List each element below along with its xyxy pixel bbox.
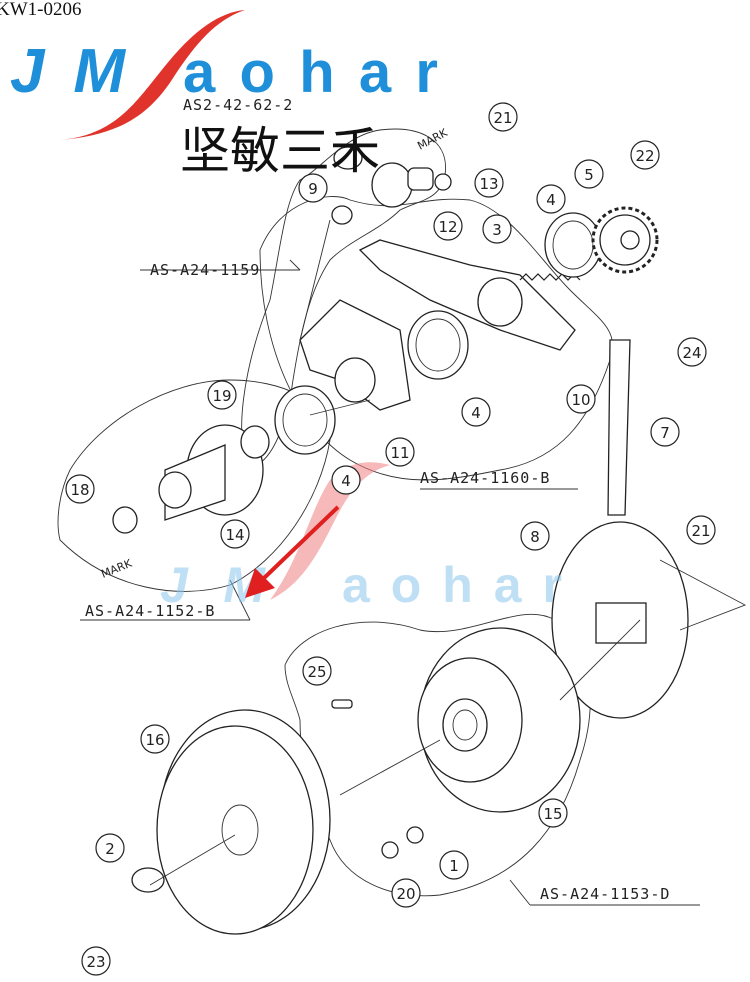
callout-circle <box>220 519 250 549</box>
callout-circle <box>298 173 328 203</box>
chinese-brand: 坚敏三禾 <box>180 122 380 180</box>
callout-number: 4 <box>471 404 481 422</box>
callout-circle <box>686 515 716 545</box>
callout-number: 22 <box>635 147 654 165</box>
callout-number: 15 <box>543 805 562 823</box>
callout-circle <box>391 878 421 908</box>
callout-circle <box>520 521 550 551</box>
callout-circle <box>482 214 512 244</box>
part-callout-22: 22 <box>630 140 660 170</box>
callout-number: 18 <box>70 481 89 499</box>
part-callout-8: 8 <box>520 521 550 551</box>
assembly-label: AS-A24-1160-B <box>420 469 550 487</box>
callout-circle <box>630 140 660 170</box>
callout-circle <box>677 337 707 367</box>
part-callout-21: 21 <box>488 102 518 132</box>
callout-circle <box>574 159 604 189</box>
assembly-label: AS-A24-1152-B <box>85 602 215 620</box>
part-callout-5: 5 <box>574 159 604 189</box>
callout-number: 3 <box>492 221 502 239</box>
callout-number: 21 <box>493 109 512 127</box>
callout-circle <box>140 724 170 754</box>
part-callout-21: 21 <box>686 515 716 545</box>
assembly-label: AS2-42-62-2 <box>183 96 293 114</box>
callout-number: 4 <box>546 191 556 209</box>
assembly-label: AS-A24-1153-D <box>540 885 670 903</box>
callout-number: 1 <box>449 857 459 875</box>
callout-number: 8 <box>530 528 540 546</box>
callout-circle <box>95 833 125 863</box>
mark-label: MARK <box>99 556 134 580</box>
callout-circle <box>331 465 361 495</box>
part-callout-1: 1 <box>439 850 469 880</box>
assembly-outline-1152 <box>57 379 331 592</box>
part-callout-23: 23 <box>81 946 111 976</box>
part-callout-9: 9 <box>298 173 328 203</box>
callout-number: 11 <box>390 444 409 462</box>
callout-circle <box>461 397 491 427</box>
callout-circle <box>433 211 463 241</box>
callout-number: 19 <box>212 387 231 405</box>
callout-number: 23 <box>86 953 105 971</box>
callout-number: 24 <box>682 344 701 362</box>
callout-number: 7 <box>660 424 670 442</box>
part-callout-4: 4 <box>536 184 566 214</box>
part-callout-19: 19 <box>207 380 237 410</box>
callout-number: 14 <box>225 526 244 544</box>
doc-code: KW1-0206 <box>0 0 81 20</box>
part-callout-25: 25 <box>302 656 332 686</box>
callout-circle <box>302 656 332 686</box>
callout-number: 21 <box>691 522 710 540</box>
svg-text:aohar: aohar <box>342 557 562 613</box>
part-callout-24: 24 <box>677 337 707 367</box>
red-arrow <box>245 505 340 598</box>
callout-circle <box>650 417 680 447</box>
mark-label: MARK <box>415 126 450 153</box>
callout-number: 25 <box>307 663 326 681</box>
callout-number: 10 <box>571 391 590 409</box>
callout-number: 16 <box>145 731 164 749</box>
part-callout-20: 20 <box>391 878 421 908</box>
part-callout-13: 13 <box>474 168 504 198</box>
part-callout-18: 18 <box>65 474 95 504</box>
callout-circle <box>536 184 566 214</box>
svg-text:JM: JM <box>10 37 126 106</box>
callout-number: 13 <box>479 175 498 193</box>
part-callout-12: 12 <box>433 211 463 241</box>
part-callout-10: 10 <box>566 384 596 414</box>
part-callout-11: 11 <box>385 437 415 467</box>
callout-circle <box>474 168 504 198</box>
callout-number: 9 <box>308 180 318 198</box>
callout-number: 2 <box>105 840 115 858</box>
part-callout-2: 2 <box>95 833 125 863</box>
callout-number: 20 <box>396 885 415 903</box>
part-callout-4: 4 <box>331 465 361 495</box>
callout-circle <box>566 384 596 414</box>
company-logo: JM aohar <box>10 10 438 140</box>
callout-circle <box>81 946 111 976</box>
callout-circle <box>65 474 95 504</box>
part-callout-14: 14 <box>220 519 250 549</box>
part-callout-16: 16 <box>140 724 170 754</box>
callout-circle <box>488 102 518 132</box>
callout-circle <box>385 437 415 467</box>
part-callout-7: 7 <box>650 417 680 447</box>
assembly-label: AS-A24-1159 <box>150 261 260 279</box>
callout-number: 12 <box>438 218 457 236</box>
part-callout-3: 3 <box>482 214 512 244</box>
callout-number: 4 <box>341 472 351 490</box>
callout-number: 5 <box>584 166 594 184</box>
part-callout-15: 15 <box>538 798 568 828</box>
assembly-outline-1159 <box>241 128 446 471</box>
callout-circle <box>439 850 469 880</box>
callout-circle <box>538 798 568 828</box>
callout-circle <box>207 380 237 410</box>
part-callout-4: 4 <box>461 397 491 427</box>
